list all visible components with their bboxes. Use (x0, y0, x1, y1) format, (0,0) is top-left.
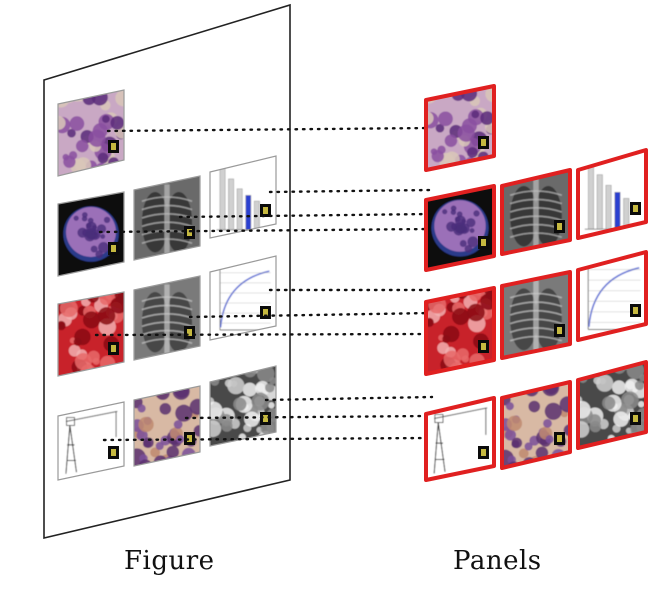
connector-line (178, 212, 434, 219)
connector-line (268, 188, 434, 194)
panel-label-badge (554, 220, 565, 233)
panel-line-drawing-in-figure (57, 401, 125, 481)
connector-line (264, 395, 434, 402)
panel-label-badge (184, 226, 195, 239)
panel-label-badge (630, 304, 641, 317)
connector-line (98, 227, 434, 234)
extracted-panels (424, 84, 648, 482)
connector-line (106, 126, 434, 133)
panel-micrograph-purple-extracted (424, 84, 496, 172)
panel-label-badge (478, 340, 489, 353)
panel-label-badge (184, 326, 195, 339)
panel-label-badge (478, 136, 489, 149)
figure-caption: Figure (124, 546, 215, 576)
panel-gray-cells-extracted (576, 360, 648, 450)
connector-line (188, 311, 434, 319)
connector-line (94, 332, 434, 337)
panel-circular-micrograph-extracted (424, 184, 496, 272)
panels-caption: Panels (453, 546, 542, 576)
panel-line-drawing-extracted (424, 396, 496, 482)
panel-label-badge (184, 432, 195, 445)
connector-lines (94, 126, 434, 442)
panel-label-badge (478, 446, 489, 459)
panel-stained-tissue-extracted (500, 380, 572, 470)
panel-red-cells-extracted (424, 286, 496, 376)
panel-bar-chart-in-figure (209, 155, 277, 239)
panel-label-badge (554, 432, 565, 445)
panel-label-badge (478, 236, 489, 249)
panel-label-badge (108, 342, 119, 355)
panel-chest-xray-2-extracted (500, 270, 572, 360)
panel-label-badge (108, 242, 119, 255)
panel-label-badge (108, 140, 119, 153)
panel-label-badge (260, 412, 271, 425)
panel-label-badge (260, 204, 271, 217)
panel-bar-chart-extracted (576, 148, 648, 240)
panel-curve-plot-in-figure (209, 255, 277, 341)
panel-circular-micrograph-in-figure (57, 191, 125, 277)
panel-label-badge (260, 306, 271, 319)
panel-chest-xray-1-extracted (500, 168, 572, 256)
connector-line (184, 414, 434, 420)
panel-label-badge (630, 412, 641, 425)
panel-chest-xray-1-in-figure (133, 175, 201, 261)
panel-label-badge (108, 446, 119, 459)
panel-label-badge (630, 202, 641, 215)
panel-chest-xray-2-in-figure (133, 275, 201, 361)
panel-curve-plot-extracted (576, 250, 648, 342)
panel-label-badge (554, 324, 565, 337)
connector-line (102, 436, 434, 442)
